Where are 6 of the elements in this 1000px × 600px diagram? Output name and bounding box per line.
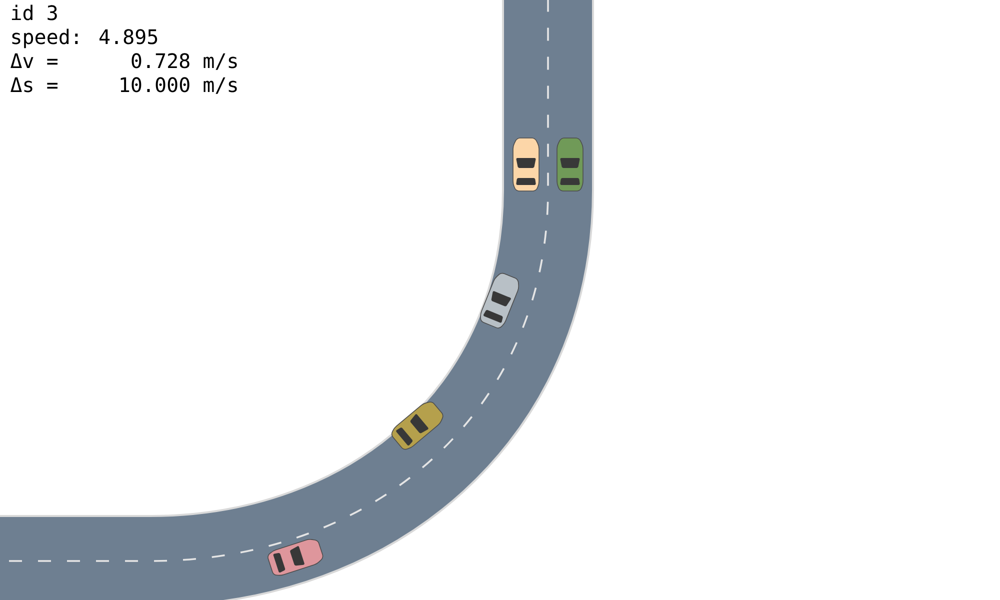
info-text: id 3 [12, 4, 57, 20]
info-text: Δs = [10, 77, 58, 92]
info-text: 0.728 m/s [132, 53, 237, 70]
info-text: Δv = [10, 53, 58, 68]
info-text: 10.000 m/s [120, 77, 237, 94]
info-text: speed: 4.895 [12, 28, 158, 48]
